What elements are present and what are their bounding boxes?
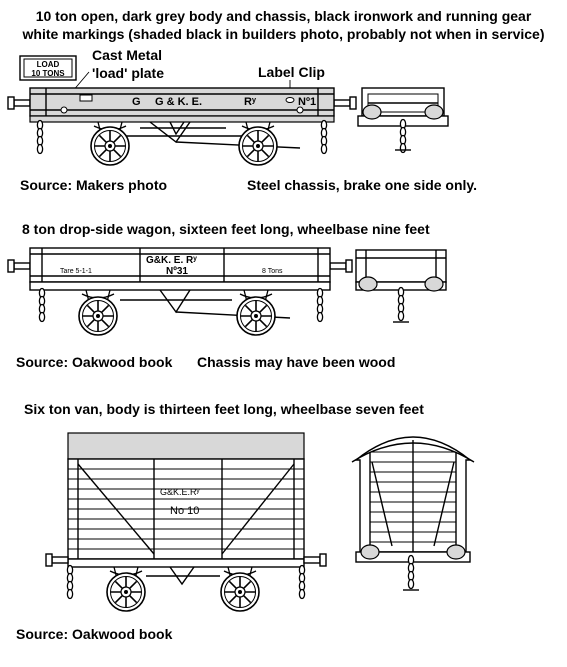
wagon3-marking-no: No 10 [170, 505, 199, 517]
wagon2-marking-tons: 8 Tons [262, 268, 283, 275]
wagon1-source: Source: Makers photo [20, 177, 168, 193]
callout-label-clip: Label Clip [258, 64, 325, 80]
wagon2-note: Chassis may have been wood [197, 354, 396, 370]
wagon2-marking-no: Nº31 [166, 266, 188, 277]
wagon2-source: Source: Oakwood book [16, 354, 173, 370]
header-line-1: 10 ton open, dark grey body and chassis,… [35, 8, 532, 24]
wagon2-marking-tare: Tare 5-1-1 [60, 268, 92, 275]
wagon1-marking-ry: Rʸ [244, 96, 257, 108]
load-plate-line-1: LOAD [37, 60, 60, 69]
wagon1-end-view [357, 87, 449, 154]
wagon2-side-view: G&K. E. Rʸ Tare 5-1-1 Nº31 8 Tons [7, 247, 353, 336]
wagon1-marking-g: G [132, 96, 141, 108]
wagon1-marking-no: Nº1 [298, 96, 316, 108]
wagon1-marking-gke: G & K. E. [155, 96, 202, 108]
wagon3-source: Source: Oakwood book [16, 626, 173, 642]
wagon1-note: Steel chassis, brake one side only. [247, 177, 478, 193]
wagon3-marking-top: G&K.E.Rʸ [160, 487, 200, 497]
load-plate: LOAD 10 TONS [19, 55, 77, 81]
wagon3-title: Six ton van, body is thirteen feet long,… [24, 401, 424, 417]
van-roof [67, 432, 305, 460]
wagon3-end-view [351, 436, 475, 591]
wagon2-end-view [355, 249, 447, 323]
callout-cast-metal-line-2: 'load' plate [92, 65, 165, 81]
callout-cast-metal-line-1: Cast Metal [92, 47, 163, 63]
load-plate-line-2: 10 TONS [31, 69, 65, 78]
wagon1-side-view: LOAD 10 TONS G G & K. E. Rʸ Nº1 [7, 55, 357, 166]
header-line-2: white markings (shaded black in builders… [22, 26, 545, 42]
label-clip [285, 97, 295, 103]
wagon2-title: 8 ton drop-side wagon, sixteen feet long… [22, 221, 430, 237]
wagon3-side-view: G&K.E.Rʸ No 10 [45, 432, 327, 612]
wagon2-marking-top: G&K. E. Rʸ [146, 255, 197, 266]
